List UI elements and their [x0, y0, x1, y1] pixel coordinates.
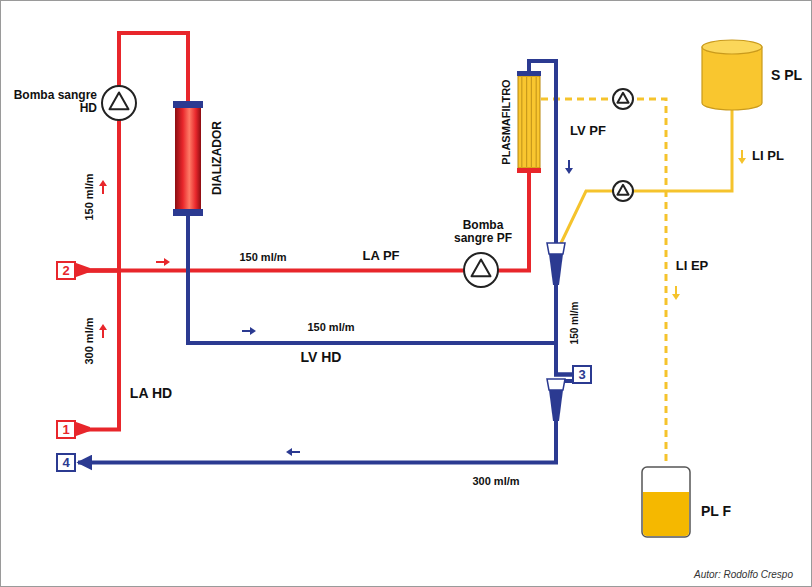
- component-name: PL F: [701, 503, 731, 519]
- collection-container: PL F: [641, 466, 691, 538]
- callout-box: 1: [56, 420, 76, 439]
- line-terminal: [76, 422, 90, 436]
- pump-symbol: [102, 86, 136, 120]
- callout-number: 1: [62, 423, 69, 436]
- callout-box: 3: [572, 365, 592, 384]
- dialyzer-cartridge: DIALIZADOR: [173, 101, 203, 216]
- line-label: 150 ml/m: [569, 302, 580, 345]
- pump-label: Bomba sangre PF: [443, 219, 523, 245]
- component-name: S PL: [771, 67, 802, 83]
- component-name: DIALIZADOR: [210, 121, 224, 195]
- flow-arrow: [565, 160, 573, 174]
- flow-arrow: [672, 286, 680, 300]
- venous-line: [78, 381, 572, 463]
- component-name: PLASMAFILTRO: [500, 79, 512, 164]
- callout-number: 2: [62, 264, 69, 277]
- flow-arrow: [738, 150, 746, 164]
- line-label: LA HD: [130, 386, 172, 401]
- drip-chamber: [547, 379, 565, 421]
- callout-box: 2: [56, 261, 76, 280]
- arterial-line: [76, 173, 529, 271]
- callout-number: 4: [62, 456, 69, 469]
- flow-arrow: [242, 327, 256, 335]
- solution-bag: S PL: [701, 39, 763, 111]
- line-label: 150 ml/m: [239, 251, 286, 263]
- line-terminal: [76, 263, 90, 277]
- pump-symbol: [613, 89, 633, 109]
- line-label: LV PF: [570, 124, 606, 138]
- flow-arrow: [99, 324, 107, 338]
- pump-symbol: [464, 253, 498, 287]
- flow-arrow: [286, 448, 300, 456]
- line-label: LI EP: [676, 259, 709, 273]
- callout-box: 4: [56, 453, 76, 472]
- arterial-line: [76, 33, 188, 271]
- plasma-filter: PLASMAFILTRO: [517, 71, 541, 173]
- line-label: 150 ml/m: [83, 173, 95, 220]
- author-credit: Autor: Rodolfo Crespo: [694, 569, 793, 580]
- line-label: 300 ml/m: [472, 475, 519, 487]
- line-label: LV HD: [301, 350, 342, 365]
- pump-symbol: [613, 181, 633, 201]
- flow-arrow: [99, 180, 107, 194]
- line-label: 300 ml/m: [83, 317, 95, 364]
- drip-chamber: [547, 243, 565, 285]
- arterial-line: [76, 271, 119, 430]
- line-label: LA PF: [362, 249, 399, 263]
- plasma-line: [541, 99, 666, 466]
- line-label: 150 ml/m: [307, 321, 354, 333]
- venous-line: [188, 216, 572, 375]
- pump-label: Bomba sangre HD: [9, 89, 97, 115]
- flow-arrow: [156, 258, 170, 266]
- callout-number: 3: [578, 368, 585, 381]
- plasma-line: [556, 107, 732, 375]
- line-label: LI PL: [752, 149, 784, 163]
